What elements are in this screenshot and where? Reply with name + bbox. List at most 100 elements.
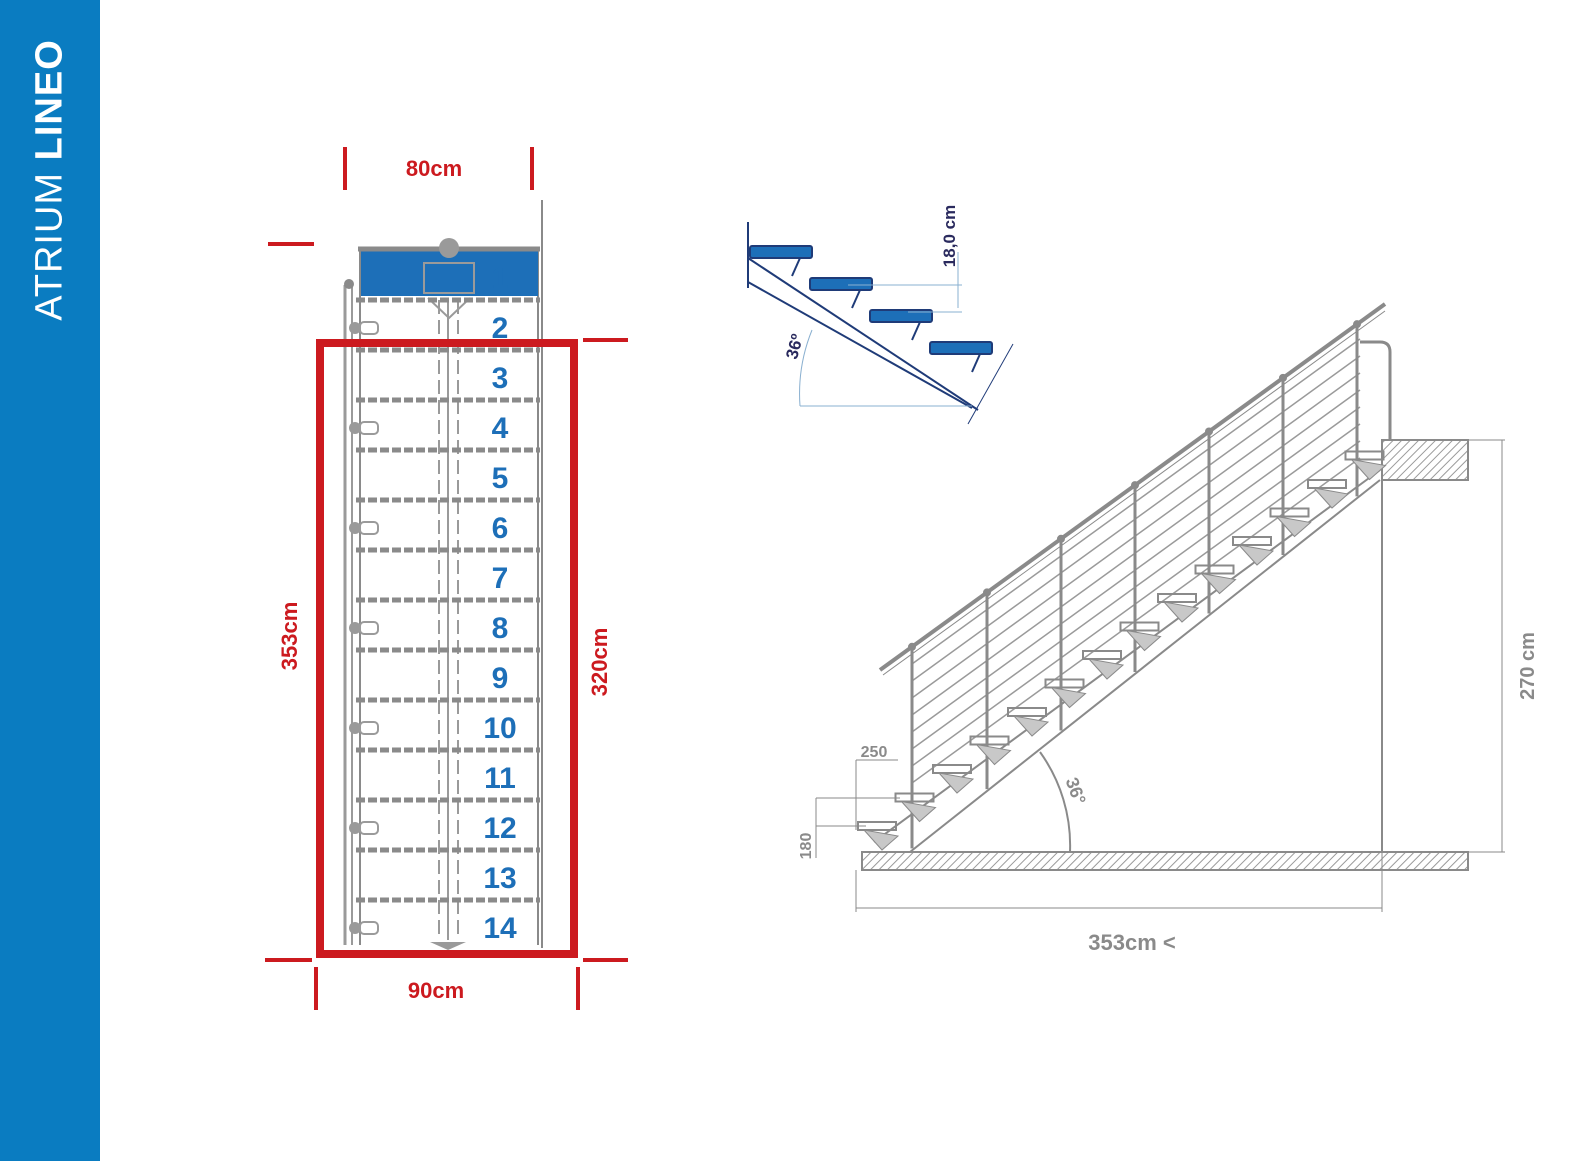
detail-tread-bracket [911,321,921,341]
baluster-knob [349,622,361,634]
length-total-label: 353cm [277,602,302,671]
step-number: 7 [492,562,509,595]
side-tread-bracket [1162,601,1200,623]
detail-tread [809,277,873,291]
step-number: 6 [492,512,509,545]
baluster-bracket [359,521,379,535]
side-tread-bracket [1312,487,1350,509]
side-tread [1307,479,1347,489]
side-tread [932,764,972,774]
side-tread-bracket [1275,515,1312,538]
baluster-bracket [359,921,379,935]
side-tread-bracket [1200,572,1237,595]
baluster-bracket [359,621,379,635]
side-tread-bracket [862,829,900,851]
side-tread [1344,450,1385,461]
detail-tread [929,341,993,355]
side-tread [1119,621,1160,632]
side-post-cap [1057,534,1065,543]
detail-tread-bracket [791,257,801,277]
side-tread-bracket [900,800,937,823]
step-number: 4 [492,412,509,445]
detail-tread [749,245,813,259]
side-tread [1044,678,1085,689]
step-number: 1 [492,262,509,295]
side-tread-bracket [1125,629,1162,652]
side-view: 36° 250 180 270 cm 353cm < [798,302,1539,955]
floor-slab [861,851,1469,871]
floor-opening-outline [316,339,578,958]
baluster-knob [349,922,361,934]
stringer-foot [430,942,466,950]
step-number: 3 [492,362,509,395]
width-top-label: 80cm [406,156,462,181]
side-post-cap [1131,481,1139,490]
top-post [439,238,459,258]
detail-tread-bracket [971,353,981,373]
side-angle-arc [1039,751,1072,853]
detail-cut-line [967,343,1014,425]
baluster-bracket [359,821,379,835]
baluster-knob [349,722,361,734]
baluster-knob [349,522,361,534]
side-stringer-bottom [909,479,1381,853]
tread-label: 250 [861,744,888,761]
sidebar: ATRIUM LINEO [0,0,100,1161]
step-detail: 18,0 cm 36º [747,205,1014,425]
baluster-bracket [359,721,379,735]
side-tread [969,735,1010,746]
step-number: 13 [483,862,516,895]
rise-label: 18,0 cm [940,205,959,267]
detail-tread [869,309,933,323]
top-bracket [423,262,475,294]
length-opening-label: 320cm [587,628,612,697]
baluster-bracket [359,321,379,335]
step-number: 14 [483,912,517,945]
side-post-cap [1205,427,1213,436]
side-post-cap [1279,373,1287,382]
side-tread-bracket [975,743,1012,766]
side-post-cap [1353,320,1361,329]
side-tread-bracket [937,772,975,794]
side-tread-bracket [1087,658,1125,680]
angle-arc [799,329,813,407]
step-number: 8 [492,612,509,645]
handrail-end [344,279,354,289]
side-tread-bracket [1350,458,1387,481]
step-number: 9 [492,662,509,695]
width-bottom-label: 90cm [408,978,464,1003]
side-post-cap [983,588,991,597]
side-treads [857,450,1387,851]
side-angle-label: 36° [1062,775,1090,807]
side-tread [1157,593,1197,603]
length-label: 353cm < [1088,930,1175,955]
side-tread-bracket [1237,544,1275,566]
side-tread-bracket [1012,715,1050,737]
step-number: 10 [483,712,516,745]
side-posts [908,320,1361,849]
step-number: 2 [492,312,509,345]
step-number: 11 [484,762,516,795]
side-tread [1082,650,1122,660]
side-tread [1007,707,1047,717]
baluster-bracket [359,421,379,435]
upper-slab [1381,439,1469,481]
baluster-knob [349,322,361,334]
side-tread [1232,536,1272,546]
step-number: 5 [492,462,509,495]
detail-stringer-bottom [747,281,973,409]
side-tread-bracket [1050,686,1087,709]
baluster-knob [349,822,361,834]
side-tread [1194,564,1235,575]
side-tread [1269,507,1310,518]
baluster-knobs [349,321,379,935]
side-post-cap [908,642,916,651]
height-label: 270 cm [1517,632,1539,700]
detail-tread-bracket [851,289,861,309]
rise-side-label: 180 [798,833,815,860]
tread-lines [356,297,540,903]
handrail-return [1360,340,1392,440]
